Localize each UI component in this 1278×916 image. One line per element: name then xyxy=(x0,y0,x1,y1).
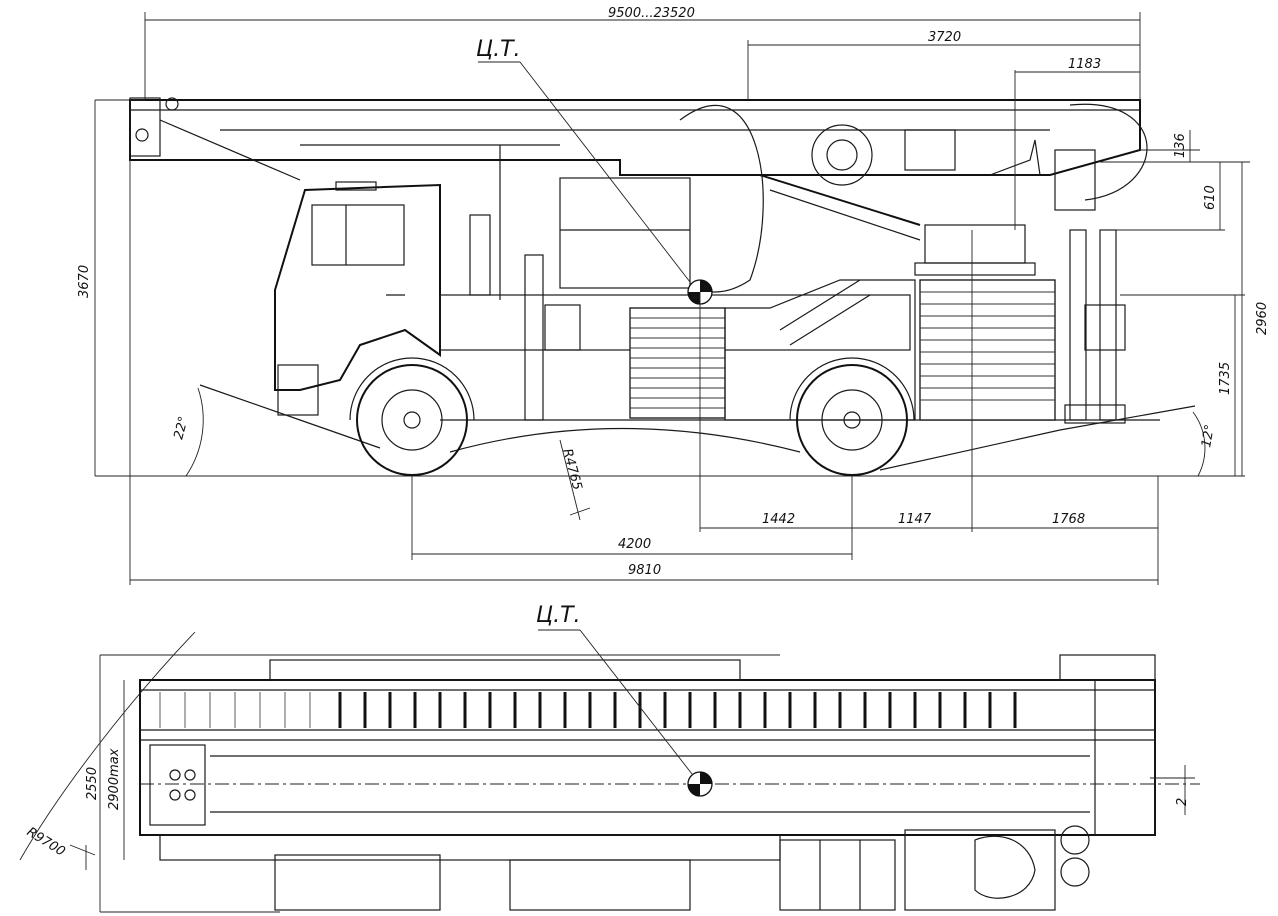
cg-label-top: Ц.Т. xyxy=(536,603,581,628)
ramp-radius-leader xyxy=(559,439,581,521)
front-outrigger-box xyxy=(544,304,581,351)
cab-window xyxy=(311,204,405,266)
dim-overall-length: 9810 xyxy=(130,563,1158,581)
svg-text:4200: 4200 xyxy=(618,537,651,552)
svg-text:2550: 2550 xyxy=(85,767,100,800)
rear-outrigger-left xyxy=(1069,229,1087,421)
top-view: Ц.Т. 2550 2900max R9700 2 xyxy=(19,603,1200,913)
svg-text:3670: 3670 xyxy=(77,265,92,298)
dim-cg-to-rear-axle: 1442 xyxy=(700,512,852,529)
approach-angle-label: 22° xyxy=(171,415,191,441)
dim-wheelbase: 4200 xyxy=(412,537,852,555)
svg-text:136: 136 xyxy=(1173,133,1188,158)
cab-light xyxy=(335,181,377,191)
svg-text:1735: 1735 xyxy=(1218,362,1233,395)
operator-cabin-top xyxy=(904,829,1056,911)
svg-text:1147: 1147 xyxy=(898,512,932,527)
svg-text:1442: 1442 xyxy=(762,512,795,527)
rear-hose-loop xyxy=(1069,103,1148,201)
svg-text:2900max: 2900max xyxy=(107,748,122,810)
rear-outrigger-right xyxy=(1099,229,1117,421)
rear-end xyxy=(1094,679,1156,836)
rear-outrigger-pads xyxy=(1064,404,1126,424)
svg-text:1183: 1183 xyxy=(1068,57,1101,72)
operator-seat-top xyxy=(974,835,1036,899)
dim-overall-reach: 9500...23520 xyxy=(144,6,1141,100)
dim-boom-tip: 1183 xyxy=(1015,57,1140,73)
approach-arc xyxy=(185,387,204,477)
air-intake xyxy=(469,214,491,296)
dim-height-basket: 610 xyxy=(1203,162,1221,230)
hose-reel xyxy=(811,124,873,186)
front-compartment xyxy=(629,307,726,419)
rear-fender xyxy=(789,357,915,421)
cg-leader-side xyxy=(519,61,691,283)
dim-width: 2550 xyxy=(85,654,780,913)
cab-body xyxy=(274,183,441,391)
departure-angle-label: 12° xyxy=(1199,423,1218,448)
ladder-rungs xyxy=(159,692,1017,728)
cab-top xyxy=(149,744,206,826)
operator-console xyxy=(904,129,956,171)
approach-line xyxy=(199,384,381,449)
reel-top-1 xyxy=(1060,825,1090,855)
rear-basket xyxy=(1054,149,1096,211)
dim-cg-height: 1735 xyxy=(1218,295,1236,476)
turntable-ring xyxy=(914,262,1036,276)
dim-turntable-height: 2960 xyxy=(1241,162,1270,476)
front-bumper xyxy=(277,364,319,416)
ladder-fly xyxy=(159,119,301,181)
rear-outrigger-box xyxy=(1084,304,1126,351)
svg-text:3720: 3720 xyxy=(928,30,961,45)
reel-top-2 xyxy=(1060,857,1090,887)
boom-head xyxy=(129,97,161,157)
turntable-base xyxy=(924,224,1026,264)
front-outrigger xyxy=(524,254,544,421)
boom xyxy=(129,99,1141,176)
upper-rail xyxy=(269,659,741,681)
lower-equipment-strip xyxy=(159,834,781,861)
tank-block xyxy=(779,839,896,911)
svg-text:610: 610 xyxy=(1203,185,1218,210)
ramp-radius-label: R4765 xyxy=(559,447,584,492)
svg-text:9810: 9810 xyxy=(628,563,661,578)
front-storage xyxy=(274,854,441,911)
departure-arc xyxy=(1192,411,1206,477)
dim-boom-front: 3720 xyxy=(748,30,1140,46)
dim-height-small: 136 xyxy=(1173,130,1191,162)
dim-cg-offset: 2 xyxy=(1150,765,1195,815)
rear-compartment xyxy=(919,279,1056,421)
dim-rear-overhang: 1768 xyxy=(972,512,1158,529)
side-view: Ц.Т. 9500...23520 3720 1183 xyxy=(77,6,1270,585)
svg-text:1768: 1768 xyxy=(1052,512,1085,527)
dim-width-max: 2900max xyxy=(107,680,125,860)
dim-overall-height: 3670 xyxy=(77,99,145,476)
front-fender xyxy=(349,357,475,421)
front-wheel xyxy=(356,364,468,476)
svg-text:2: 2 xyxy=(1175,798,1190,806)
rear-wheel xyxy=(796,364,908,476)
pump-block xyxy=(509,859,691,911)
departure-line xyxy=(879,405,1196,471)
dim-rear-axle-to-turntable: 1147 xyxy=(852,512,972,529)
hose-loop xyxy=(679,104,764,293)
work-basket xyxy=(559,177,691,289)
operator-seat xyxy=(989,139,1041,176)
cg-marker-top xyxy=(687,771,713,797)
svg-text:2960: 2960 xyxy=(1255,302,1270,335)
svg-text:9500...23520: 9500...23520 xyxy=(608,6,695,21)
cg-leader-top xyxy=(579,629,693,775)
cg-label-side: Ц.Т. xyxy=(476,37,521,62)
mid-body xyxy=(724,279,916,421)
rear-head xyxy=(1059,654,1156,681)
lift-cylinder xyxy=(759,174,921,226)
ramp-radius-curve xyxy=(449,427,801,453)
